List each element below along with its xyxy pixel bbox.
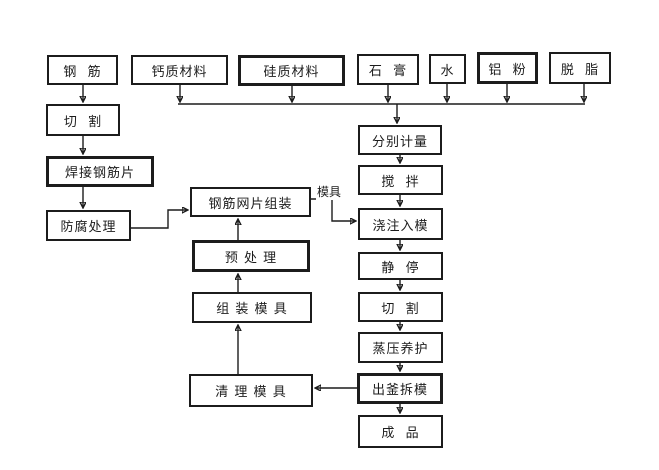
node-mold-cleaning: 清 理 模 具 xyxy=(189,374,313,407)
edge-label-mold: 模具 xyxy=(316,183,343,200)
node-calcium: 钙质材料 xyxy=(131,55,228,85)
node-mold-assembly: 组 装 模 具 xyxy=(192,292,312,323)
node-silicon: 硅质材料 xyxy=(238,55,345,86)
node-resting: 静 停 xyxy=(358,252,443,280)
node-water: 水 xyxy=(429,54,466,84)
node-aluminum-powder: 铝 粉 xyxy=(477,52,538,84)
node-cutting-block: 切 割 xyxy=(358,292,443,322)
edge-anticorrosion-to-mesh-assembly xyxy=(131,210,187,229)
node-weld-mesh: 焊接钢筋片 xyxy=(46,156,154,187)
node-demolding: 出釜拆模 xyxy=(357,373,443,404)
node-steel-bar: 钢 筋 xyxy=(47,55,118,85)
node-gypsum: 石 膏 xyxy=(357,54,419,85)
node-anticorrosion: 防腐处理 xyxy=(46,210,131,241)
node-stirring: 搅 拌 xyxy=(358,165,443,195)
node-degrease: 脱 脂 xyxy=(549,52,611,84)
node-pretreatment: 预 处 理 xyxy=(192,240,310,272)
node-autoclave-curing: 蒸压养护 xyxy=(358,332,443,363)
node-cutting-steel: 切 割 xyxy=(46,104,120,136)
edge-mesh-assembly-to-pouring xyxy=(311,198,355,221)
node-measuring: 分别计量 xyxy=(358,125,442,155)
node-finished-product: 成 品 xyxy=(358,415,443,448)
node-pouring: 浇注入模 xyxy=(358,208,443,240)
node-mesh-assembly: 钢筋网片组装 xyxy=(190,187,311,217)
